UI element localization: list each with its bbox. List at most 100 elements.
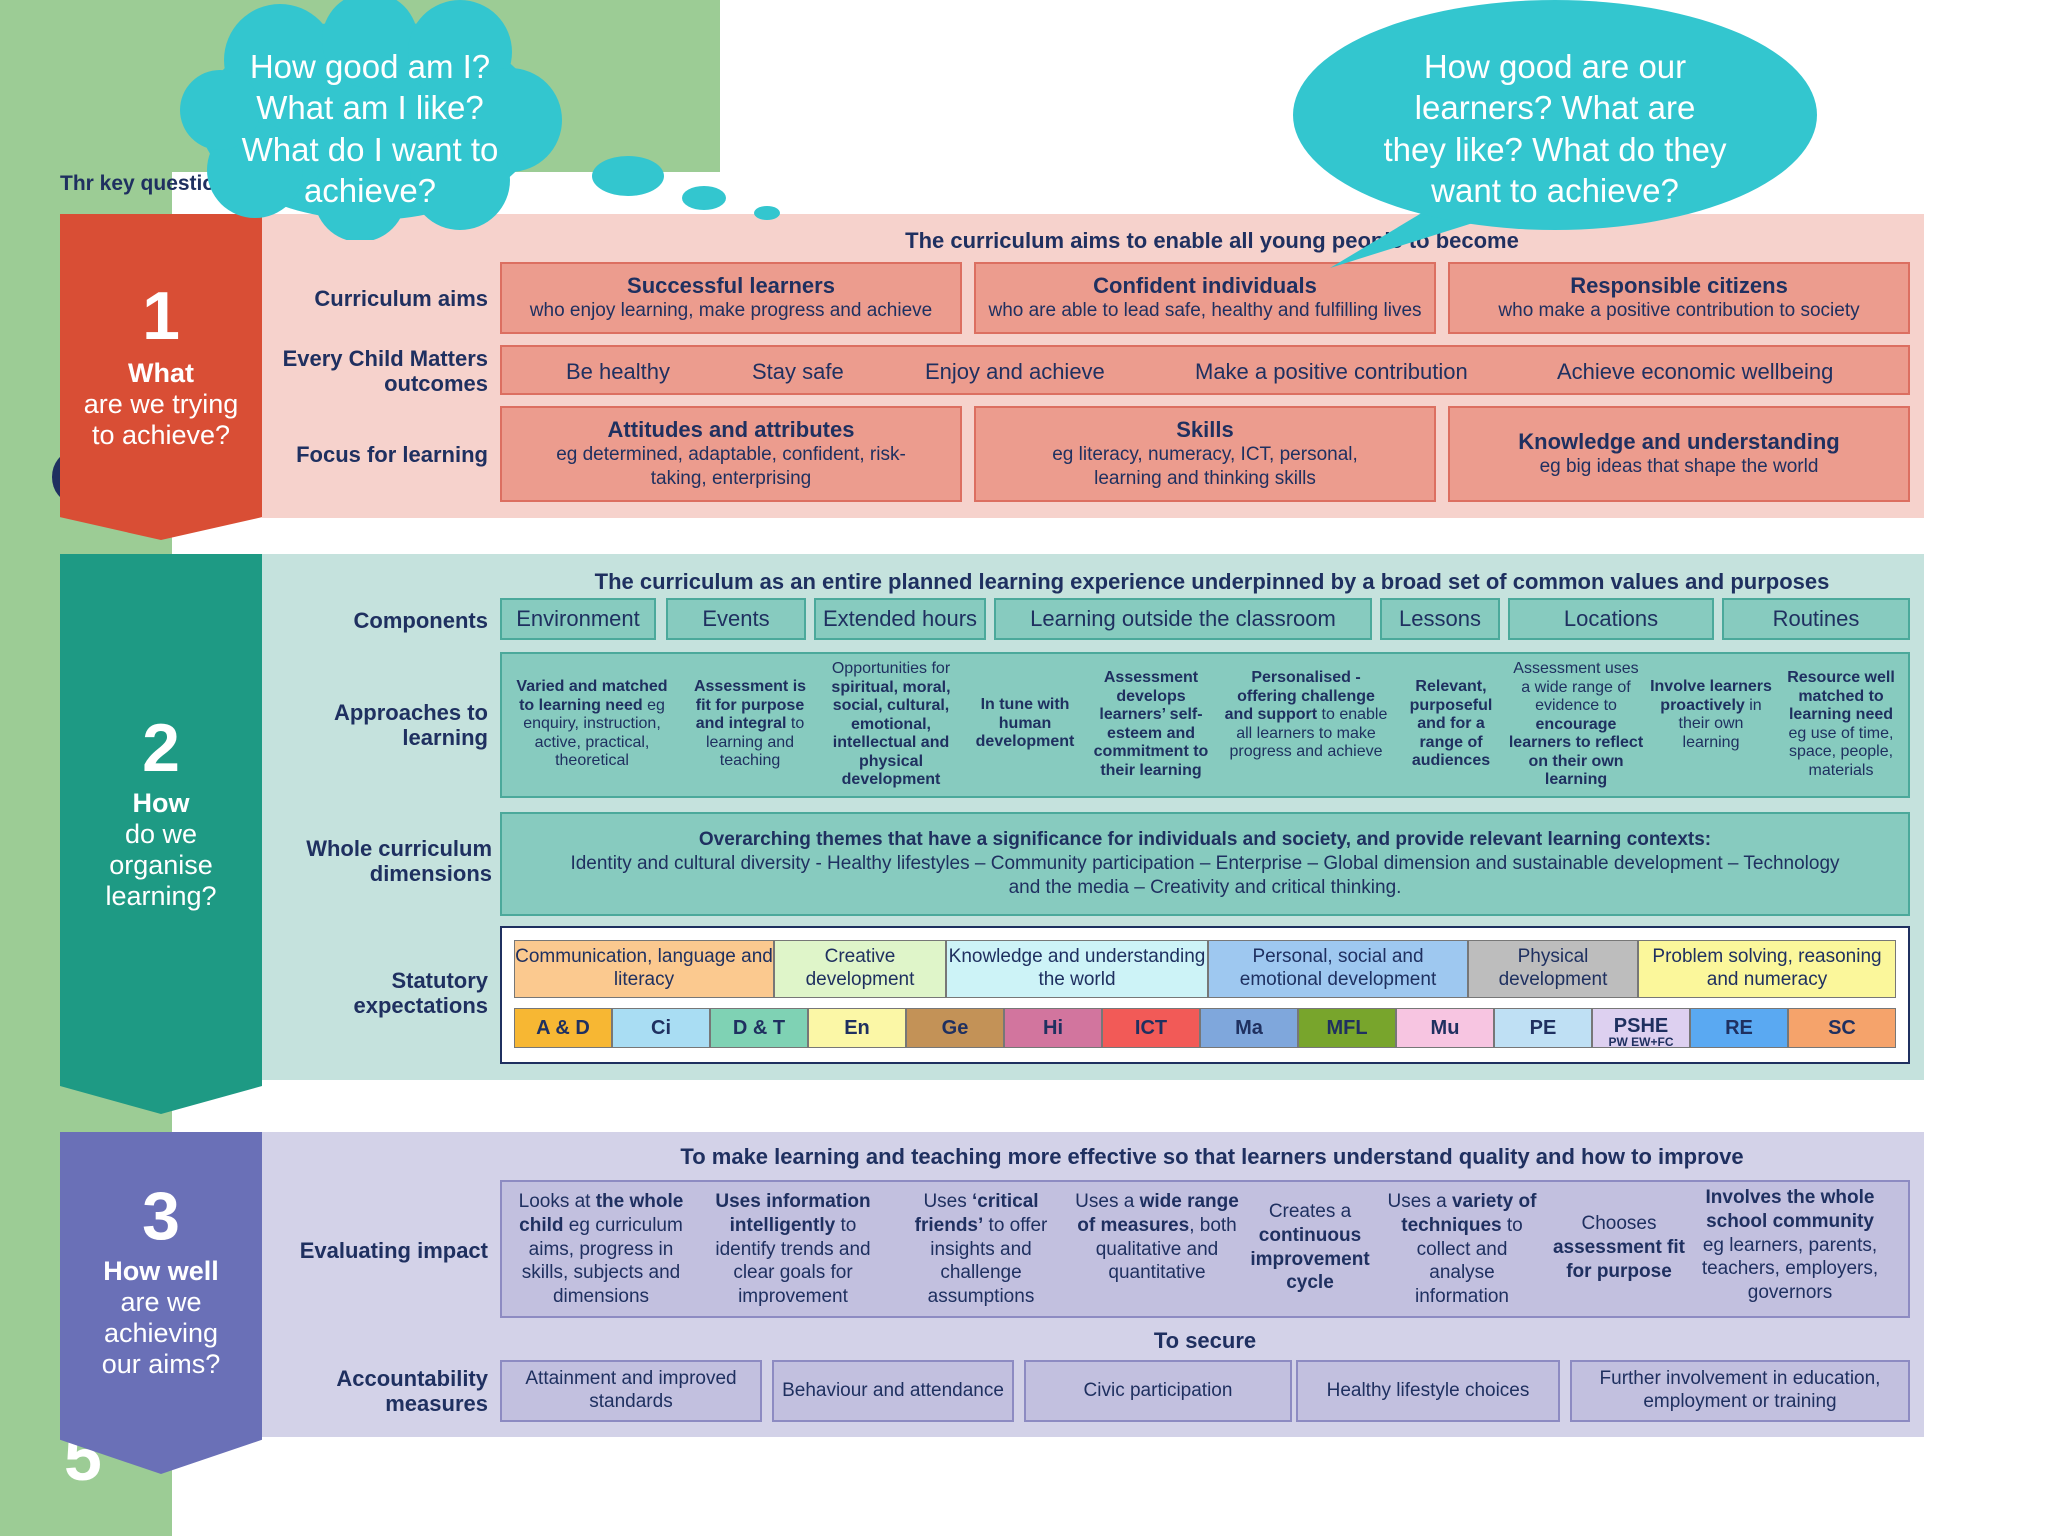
eval-rest: eg curriculum aims, progress in skills, …: [521, 1214, 683, 1307]
approach-bold: Assessment develops learners’ self-estee…: [1093, 669, 1209, 779]
aim-box-successful-learners: Successful learners who enjoy learning, …: [500, 262, 962, 334]
section1-title-rest: are we trying to achieve?: [83, 389, 239, 451]
subject-cell: SC: [1788, 1008, 1896, 1048]
learning-area: Physical development: [1468, 940, 1638, 998]
subject-cell: Mu: [1396, 1008, 1494, 1048]
ecm-outcome: Stay safe: [752, 359, 844, 384]
evaluating-item: Uses a variety of techniques to collect …: [1382, 1190, 1542, 1309]
aim-box-confident-individuals: Confident individuals who are able to le…: [974, 262, 1436, 334]
speech-bubble-icon: [1293, 0, 1817, 268]
eval-pre: Uses: [923, 1191, 973, 1212]
approach-item: Involve learners proactively in their ow…: [1648, 678, 1774, 752]
subject-cell: Hi: [1004, 1008, 1102, 1048]
approach-pre: Opportunities for: [831, 660, 951, 677]
approach-rest: in their own learning: [1678, 696, 1762, 751]
evaluating-item: Uses ‘critical friends’ to offer insight…: [896, 1190, 1066, 1309]
eval-rest: to offer insights and challenge assumpti…: [927, 1214, 1048, 1307]
evaluating-item: Chooses assessment fit for purpose: [1546, 1212, 1692, 1283]
aim-text: who enjoy learning, make progress and ac…: [529, 300, 933, 322]
component-box: Locations: [1508, 598, 1714, 640]
to-secure-heading: To secure: [1153, 1328, 1257, 1353]
evaluating-item: Creates a continuous improvement cycle: [1244, 1200, 1376, 1295]
component-box: Lessons: [1380, 598, 1500, 640]
eval-bold: the whole child: [519, 1191, 684, 1236]
eval-bold: Involves the whole school community: [1705, 1187, 1875, 1232]
subject-cell: Ge: [906, 1008, 1004, 1048]
approach-bold: Resource well matched to learning need: [1787, 669, 1895, 724]
dimensions-panel: Overarching themes that have a significa…: [500, 812, 1910, 916]
approach-rest: eg use of time, space, people, materials: [1788, 724, 1894, 779]
label-curriculum-aims: Curriculum aims: [314, 286, 488, 311]
subject-cell: En: [808, 1008, 906, 1048]
section2-tab: 2 How do we organise learning?: [60, 554, 262, 1114]
approach-pre: Assessment uses a wide range of evidence…: [1513, 660, 1639, 715]
accountability-box: Healthy lifestyle choices: [1296, 1360, 1560, 1422]
focus-text: eg big ideas that shape the world: [1539, 456, 1819, 478]
learning-area: Personal, social and emotional developme…: [1208, 940, 1468, 998]
eval-pre: Looks at: [518, 1191, 596, 1212]
approach-bold: encourage learners to reflect on their o…: [1508, 715, 1644, 789]
evaluating-item: Uses information intelligently to identi…: [700, 1190, 886, 1309]
approach-bold: Relevant, purposeful and for a range of …: [1409, 678, 1493, 770]
approach-item: Assessment develops learners’ self-estee…: [1086, 669, 1216, 780]
focus-title: Knowledge and understanding: [1518, 429, 1840, 455]
eval-bold: variety of techniques: [1401, 1191, 1537, 1236]
learning-area: Knowledge and understanding the world: [946, 940, 1208, 998]
approach-bold: Assessment is fit for purpose and integr…: [693, 678, 807, 733]
aim-title: Responsible citizens: [1570, 273, 1788, 299]
label-evaluating-impact: Evaluating impact: [299, 1238, 488, 1263]
eval-bold: Uses information intelligently: [715, 1191, 871, 1236]
section2-title-bold: How: [132, 788, 190, 818]
focus-title: Skills: [1176, 417, 1234, 443]
accountability-box: Behaviour and attendance: [772, 1360, 1014, 1422]
eval-pre: Creates a: [1268, 1201, 1352, 1222]
eval-rest: to collect and analyse information: [1415, 1214, 1523, 1307]
component-box: Learning outside the classroom: [994, 598, 1372, 640]
subject-cell: A & D: [514, 1008, 612, 1048]
subject-cell: ICT: [1102, 1008, 1200, 1048]
component-box: Extended hours: [814, 598, 986, 640]
approach-item: Assessment uses a wide range of evidence…: [1508, 660, 1644, 790]
approach-rest: eg enquiry, instruction, active, practic…: [523, 696, 665, 770]
evaluating-panel: [500, 1180, 1910, 1318]
eval-rest: , both qualitative and quantitative: [1095, 1214, 1237, 1284]
eval-pre: Uses a: [1387, 1191, 1452, 1212]
approach-item: Relevant, purposeful and for a range of …: [1396, 678, 1506, 771]
focus-box-skills: Skills eg literacy, numeracy, ICT, perso…: [974, 406, 1436, 502]
component-box: Events: [666, 598, 806, 640]
eval-bold: wide range of measures: [1077, 1191, 1239, 1236]
approach-rest: to enable all learners to make progress …: [1229, 706, 1388, 761]
accountability-box: Attainment and improved standards: [500, 1360, 762, 1422]
section2-title-rest: do we organise learning?: [105, 819, 217, 912]
learning-area: Problem solving, reasoning and numeracy: [1638, 940, 1896, 998]
learning-area: Communication, language and literacy: [514, 940, 774, 998]
label-components: Components: [353, 608, 488, 633]
ecm-outcome: Achieve economic wellbeing: [1557, 359, 1834, 384]
section3-title-rest: are we achieving our aims?: [101, 1287, 221, 1380]
accountability-box: Further involvement in education, employ…: [1570, 1360, 1910, 1422]
ecm-outcome: Enjoy and achieve: [925, 359, 1105, 384]
section3-title-bold: How well: [103, 1256, 219, 1286]
approach-item: Opportunities for spiritual, moral, soci…: [818, 660, 964, 790]
focus-title: Attitudes and attributes: [607, 417, 855, 443]
thought-bubble-cloud-icon: [180, 0, 780, 240]
label-approaches: Approaches to learning: [333, 700, 488, 751]
subject-cell-pshe: PSHE PW EW+FC: [1592, 1008, 1690, 1048]
learning-area: Creative development: [774, 940, 946, 998]
section1-title-bold: What: [128, 358, 194, 388]
eval-bold: ‘critical friends’: [914, 1191, 1039, 1236]
ecm-outcomes-bar: [500, 345, 1910, 395]
approach-item: Assessment is fit for purpose and integr…: [686, 678, 814, 771]
subject-cell: Ci: [612, 1008, 710, 1048]
focus-text: eg literacy, numeracy, ICT, personal, le…: [1052, 444, 1358, 489]
evaluating-item: Involves the whole school community eg l…: [1694, 1186, 1886, 1305]
approach-item: Resource well matched to learning need e…: [1778, 669, 1904, 780]
section1-tab: 1 What are we trying to achieve?: [60, 214, 262, 540]
speech-bubble-text: How good are our learners? What are they…: [1383, 48, 1727, 209]
label-accountability: Accountability measures: [336, 1366, 488, 1417]
section3-number: 3: [142, 1178, 180, 1254]
approach-rest: to learning and teaching: [705, 715, 805, 770]
approach-item: Varied and matched to learning need eg e…: [508, 678, 676, 771]
eval-rest: to identify trends and clear goals for i…: [715, 1214, 871, 1307]
section3-tab: 3 How well are we achieving our aims?: [60, 1132, 262, 1474]
